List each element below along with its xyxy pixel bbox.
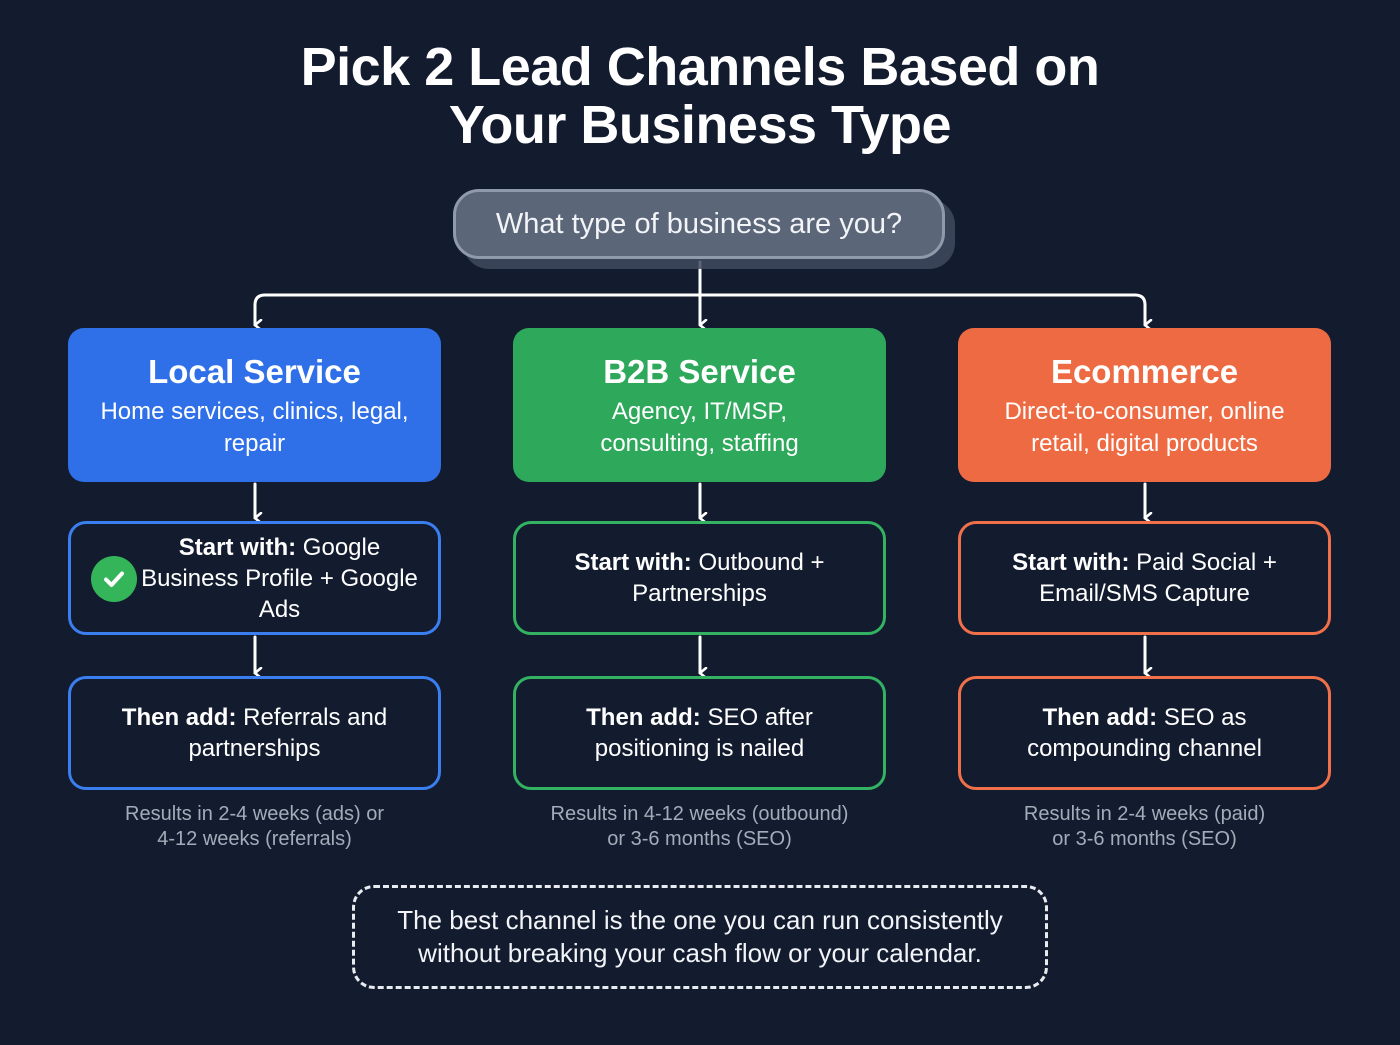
start-with-local-service: Start with: Google Business Profile + Go… [68, 521, 441, 635]
start-with-b2b-service: Start with: Outbound + Partnerships [513, 521, 886, 635]
page-title: Pick 2 Lead Channels Based on Your Busin… [0, 38, 1400, 154]
note-line-2: or 3-6 months (SEO) [607, 828, 792, 850]
start-value: Google Business Profile + Google Ads [141, 533, 418, 623]
category-b2b-service: B2B Service Agency, IT/MSP, consulting, … [513, 328, 886, 482]
results-note-ecommerce: Results in 2-4 weeks (paid) or 3-6 month… [958, 802, 1331, 852]
then-value: Referrals and partnerships [188, 704, 388, 762]
then-label: Then add: [586, 704, 701, 731]
arrow-to-local [253, 293, 267, 325]
results-note-b2b-service: Results in 4-12 weeks (outbound) or 3-6 … [513, 802, 886, 852]
start-value: Paid Social + Email/SMS Capture [1039, 549, 1277, 607]
start-text: Start with: Google Business Profile + Go… [141, 532, 418, 625]
category-description: Home services, clinics, legal, repair [100, 398, 409, 457]
start-label: Start with: [1012, 549, 1130, 576]
footer-quote-text: The best channel is the one you can run … [397, 905, 1003, 968]
then-text: Then add: SEO after positioning is naile… [536, 702, 863, 764]
note-line-2: or 3-6 months (SEO) [1052, 828, 1237, 850]
then-add-b2b-service: Then add: SEO after positioning is naile… [513, 676, 886, 790]
then-value: SEO after positioning is nailed [594, 704, 813, 762]
start-with-ecommerce: Start with: Paid Social + Email/SMS Capt… [958, 521, 1331, 635]
then-text: Then add: SEO as compounding channel [981, 702, 1308, 764]
title-line-2: Your Business Type [448, 95, 952, 155]
then-text: Then add: Referrals and partnerships [91, 702, 418, 764]
note-line-1: Results in 4-12 weeks (outbound) [550, 803, 849, 825]
results-note-local-service: Results in 2-4 weeks (ads) or 4-12 weeks… [68, 802, 441, 852]
then-label: Then add: [1042, 704, 1158, 731]
then-value: SEO as compounding channel [1027, 704, 1262, 762]
check-circle-icon [91, 556, 137, 602]
category-description: Agency, IT/MSP, consulting, staffing [600, 398, 799, 457]
category-ecommerce: Ecommerce Direct-to-consumer, online ret… [958, 328, 1331, 482]
arrow-to-ecommerce [1133, 293, 1145, 325]
category-local-service: Local Service Home services, clinics, le… [68, 328, 441, 482]
start-label: Start with: [178, 533, 297, 561]
title-line-1: Pick 2 Lead Channels Based on [300, 37, 1100, 97]
start-text: Start with: Outbound + Partnerships [536, 547, 863, 609]
question-node: What type of business are you? [453, 189, 945, 259]
category-description: Direct-to-consumer, online retail, digit… [1004, 398, 1285, 457]
category-title: Local Service [148, 353, 361, 390]
note-line-1: Results in 2-4 weeks (paid) [1023, 803, 1266, 825]
then-add-local-service: Then add: Referrals and partnerships [68, 676, 441, 790]
footer-quote-box: The best channel is the one you can run … [352, 885, 1048, 989]
start-value: Outbound + Partnerships [632, 549, 825, 607]
then-add-ecommerce: Then add: SEO as compounding channel [958, 676, 1331, 790]
then-label: Then add: [121, 704, 237, 731]
category-title: Ecommerce [1050, 353, 1239, 390]
start-text: Start with: Paid Social + Email/SMS Capt… [981, 547, 1308, 609]
note-line-1: Results in 2-4 weeks (ads) or [125, 803, 384, 825]
note-line-2: 4-12 weeks (referrals) [157, 828, 352, 850]
start-label: Start with: [574, 549, 692, 576]
category-title: B2B Service [603, 353, 796, 390]
